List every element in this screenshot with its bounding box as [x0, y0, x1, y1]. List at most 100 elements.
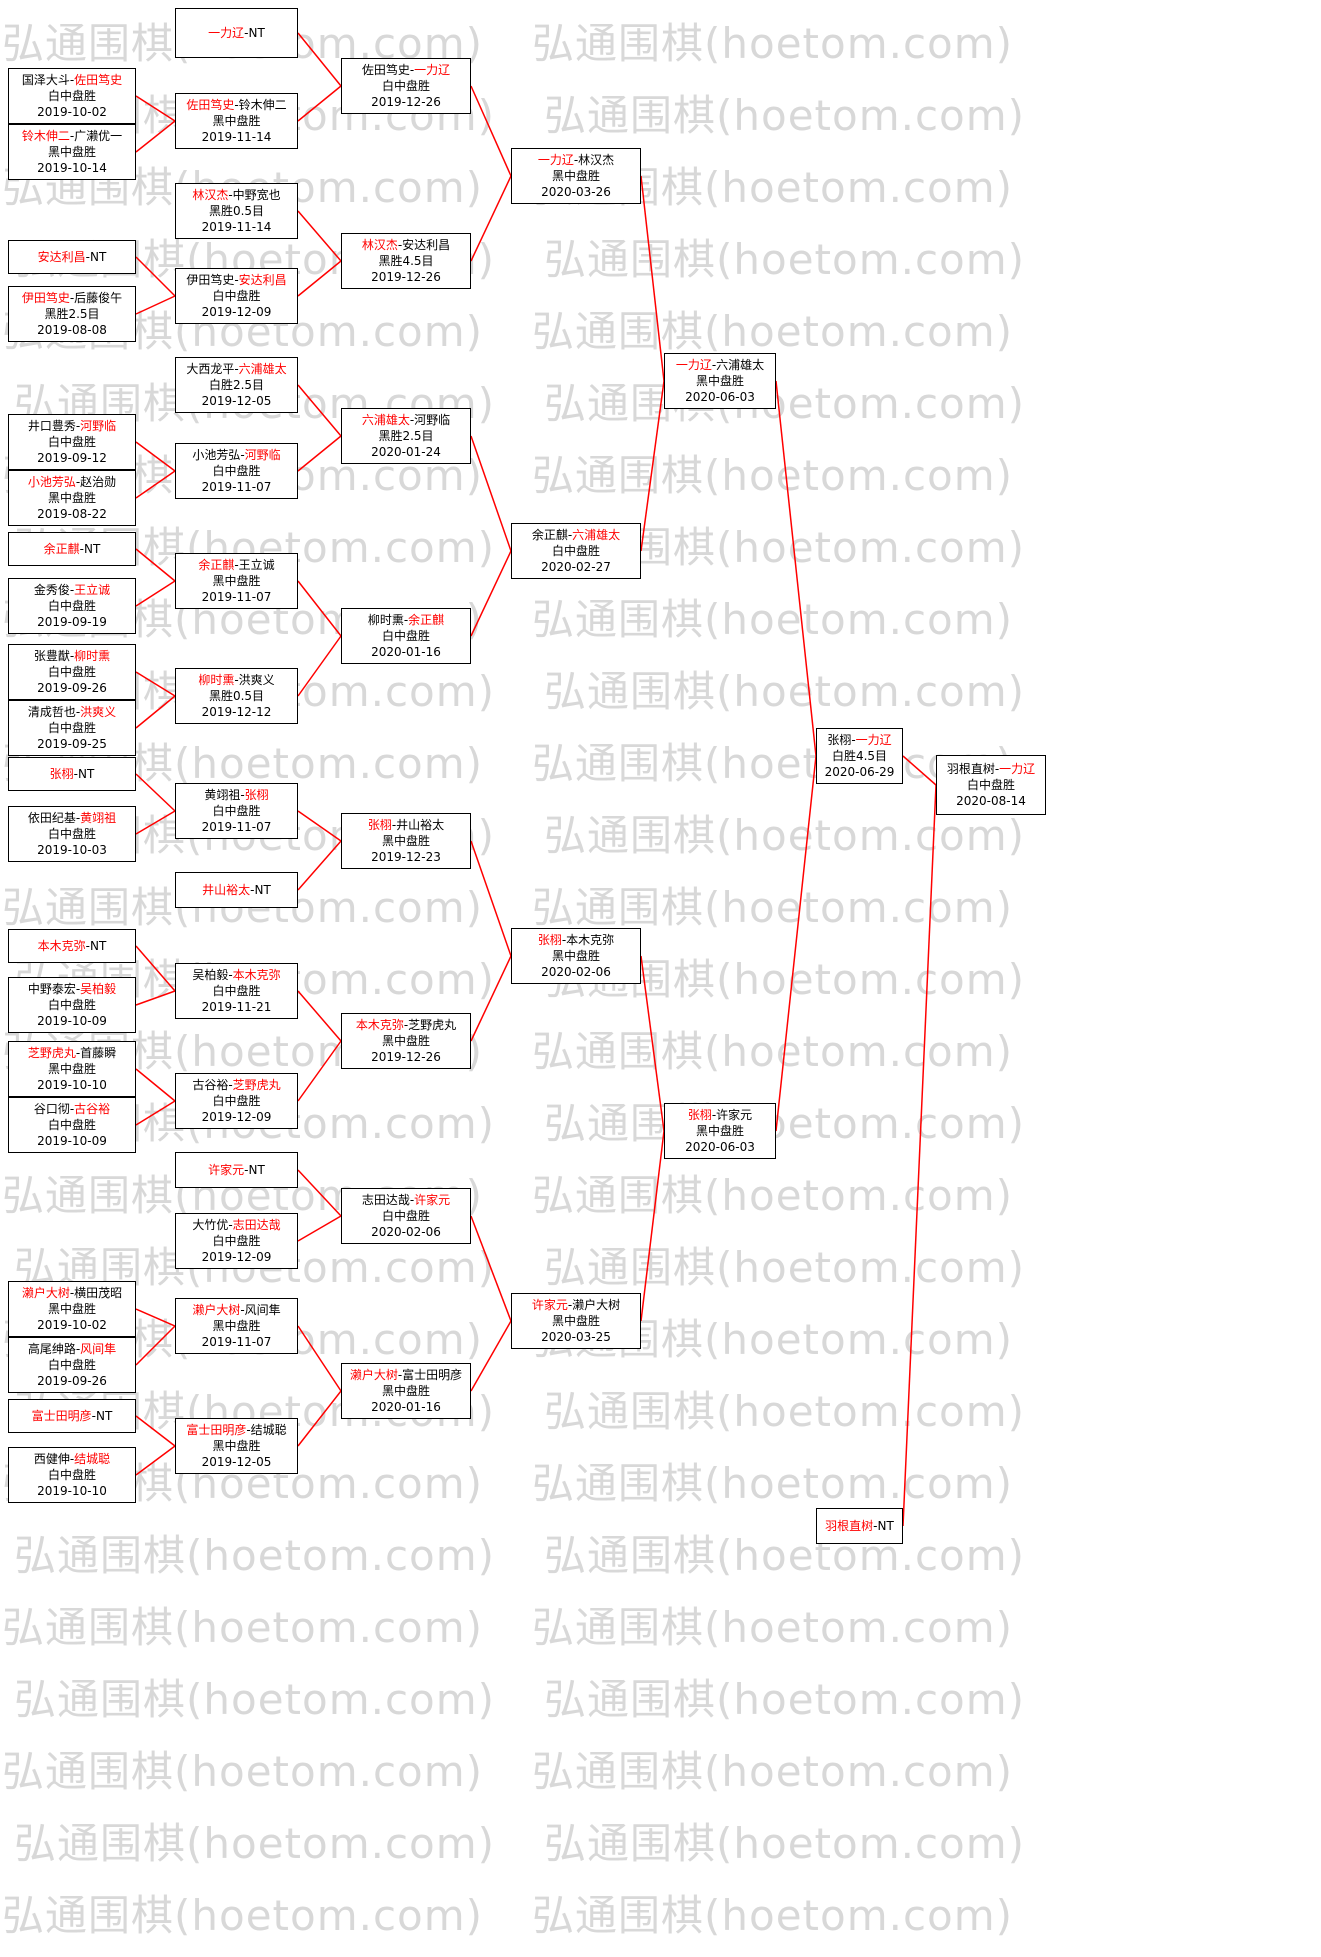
bracket-connector-line [470, 955, 512, 1042]
player-name: 林汉杰 [361, 238, 398, 252]
player-name: 广濑优一 [74, 129, 123, 143]
watermark-text: 弘通围棋(hoetom.com) [2, 1603, 484, 1652]
bracket-connector-line [135, 470, 176, 499]
player-name: 本木克弥 [355, 1018, 404, 1032]
match-result: 黑中盘胜 [551, 169, 600, 183]
player-name: 濑户大树 [192, 1303, 241, 1317]
match-date: 2019-11-21 [201, 1000, 272, 1014]
bracket-connector-line [775, 380, 817, 757]
player-name: 张栩 [367, 818, 392, 832]
match-box: 中野泰宏-吴柏毅白中盘胜 2019-10-09 [8, 977, 136, 1033]
player-name: 河野临 [80, 419, 117, 433]
player-name: 张豊猷 [33, 649, 70, 663]
match-result: 白中盘胜 [47, 599, 96, 613]
players-line: 中野泰宏-吴柏毅 [27, 982, 117, 996]
player-name: 井山裕太 [202, 883, 251, 897]
match-result: 白中盘胜 [47, 721, 96, 735]
watermark-text: 弘通围棋(hoetom.com) [544, 235, 1026, 284]
bracket-connector-line [297, 635, 342, 697]
bracket-connector-line [297, 840, 342, 891]
bracket-connector-line [297, 210, 342, 262]
player-name: 高尾绅路 [27, 1342, 76, 1356]
match-date: 2020-02-06 [371, 1225, 441, 1239]
player-name: 后藤俊午 [74, 291, 123, 305]
player-name: 小池芳弘 [27, 475, 76, 489]
players-line: 许家元-NT [208, 1163, 265, 1177]
match-result: 黑中盘胜 [551, 949, 600, 963]
player-name: 吴柏毅 [192, 968, 229, 982]
players-line: 井山裕太-NT [202, 883, 271, 897]
players-line: 富士田明彦-NT [31, 1409, 113, 1423]
player-name: 六浦雄太 [572, 528, 621, 542]
bracket-connector-line [297, 990, 342, 1042]
player-name: NT [248, 26, 265, 40]
player-name: 柳时熏 [74, 649, 111, 663]
players-line: 一力辽-林汉杰 [537, 153, 615, 167]
match-date: 2020-06-29 [824, 765, 895, 779]
match-result: 白胜4.5目 [831, 749, 888, 763]
bracket-connector-line [470, 550, 512, 637]
player-name: 张栩 [687, 1108, 712, 1122]
match-result: 白中盘胜 [47, 665, 96, 679]
bye-box: 羽根直树-NT [816, 1508, 903, 1544]
match-date: 2019-12-09 [201, 1110, 272, 1124]
watermark-text: 弘通围棋(hoetom.com) [2, 1891, 484, 1940]
bracket-connector-line [135, 990, 176, 1006]
player-name: 六浦雄太 [716, 358, 765, 372]
match-result: 白中盘胜 [47, 998, 96, 1012]
player-name: 结城聪 [250, 1423, 287, 1437]
players-line: 国泽大斗-佐田笃史 [21, 73, 123, 87]
bye-box: 一力辽-NT [175, 8, 298, 58]
players-line: 伊田笃史-后藤俊午 [21, 291, 123, 305]
watermark-text: 弘通围棋(hoetom.com) [532, 451, 1014, 500]
players-line: 佐田笃史-铃木伸二 [186, 98, 287, 112]
players-line: 许家元-濑户大树 [531, 1298, 621, 1312]
match-date: 2019-09-26 [37, 681, 107, 695]
player-name: 本木克弥 [37, 939, 86, 953]
player-name: 六浦雄太 [238, 362, 287, 376]
watermark-text: 弘通围棋(hoetom.com) [544, 1387, 1026, 1436]
players-line: 余正麒-NT [43, 542, 101, 556]
player-name: 濑户大树 [349, 1368, 398, 1382]
player-name: 铃木伸二 [21, 129, 70, 143]
players-line: 吴柏毅-本木克弥 [192, 968, 281, 982]
players-line: 林汉杰-安达利昌 [361, 238, 451, 252]
player-name: 芝野虎丸 [232, 1078, 281, 1092]
match-date: 2019-08-22 [37, 507, 107, 521]
players-line: 志田达哉-许家元 [361, 1193, 451, 1207]
bracket-connector-line [640, 175, 665, 382]
player-name: 大竹优 [192, 1218, 229, 1232]
match-date: 2019-10-09 [37, 1134, 107, 1148]
match-result: 白中盘胜 [212, 1094, 261, 1108]
player-name: 许家元 [531, 1298, 568, 1312]
bracket-connector-line [470, 435, 512, 552]
player-name: 大西龙平 [186, 362, 235, 376]
player-name: 一力辽 [855, 733, 892, 747]
players-line: 谷口彻-古谷裕 [33, 1102, 111, 1116]
players-line: 黄翊祖-张栩 [204, 788, 269, 802]
match-result: 白中盘胜 [212, 804, 261, 818]
players-line: 羽根直树-NT [825, 1519, 894, 1533]
match-result: 白中盘胜 [212, 464, 261, 478]
match-date: 2019-10-02 [37, 1318, 107, 1332]
match-date: 2019-10-09 [37, 1014, 107, 1028]
bracket-connector-line [297, 260, 342, 297]
player-name: 横田茂昭 [74, 1286, 123, 1300]
match-result: 白中盘胜 [47, 827, 96, 841]
players-line: 高尾绅路-风间隼 [27, 1342, 117, 1356]
bracket-connector-line [470, 1215, 512, 1322]
match-result: 白中盘胜 [47, 435, 96, 449]
players-line: 柳时熏-洪爽义 [198, 673, 275, 687]
